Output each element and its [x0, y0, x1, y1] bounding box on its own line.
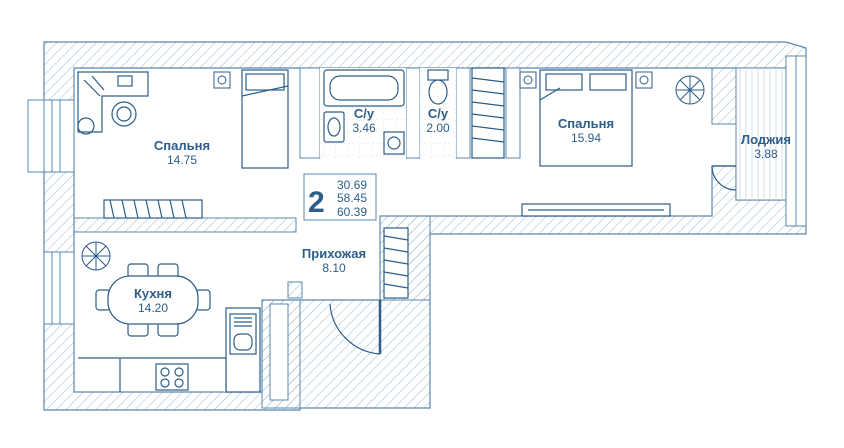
toilet-icon — [427, 69, 449, 105]
door-icon — [329, 300, 382, 355]
door-icon — [711, 165, 737, 191]
window-icon — [785, 55, 807, 227]
area-summary: 2 30.69 58.45 60.39 — [303, 173, 377, 221]
bedroom1-name: Спальня — [154, 138, 210, 153]
total-area: 58.45 — [337, 191, 367, 205]
wardrobe-icon — [103, 199, 203, 219]
wardrobe-icon — [383, 227, 409, 299]
loggia-name: Лоджия — [741, 132, 791, 147]
dining-table-icon — [95, 263, 211, 337]
hallway-area: 8.10 — [322, 261, 346, 275]
wall-stub — [269, 281, 303, 401]
bedroom2-name: Спальня — [558, 116, 614, 131]
washer-icon — [383, 131, 405, 155]
stove-icon — [155, 363, 189, 391]
window-icon — [27, 99, 75, 173]
bathroom1-name: С/у — [354, 106, 375, 121]
living-area: 30.69 — [337, 178, 367, 192]
sink-icon — [229, 313, 257, 355]
loggia-area: 3.88 — [754, 147, 778, 161]
kitchen-name: Кухня — [134, 286, 172, 301]
rooms-count: 2 — [308, 186, 325, 219]
bed-icon — [241, 69, 289, 169]
bathroom1-area: 3.46 — [352, 121, 376, 135]
bathtub-icon — [323, 69, 405, 107]
bedroom2-area: 15.94 — [571, 131, 601, 145]
window-icon — [43, 251, 75, 325]
bathroom2-area: 2.00 — [426, 121, 450, 135]
sink-icon — [323, 111, 345, 143]
total-area-with-loggia: 60.39 — [337, 205, 367, 219]
plant-icon — [675, 75, 705, 105]
bed-icon — [539, 69, 633, 167]
bedroom1-area: 14.75 — [167, 153, 197, 167]
bathroom2-name: С/у — [428, 106, 449, 121]
wardrobe-icon — [521, 203, 671, 217]
wardrobe-icon — [471, 67, 505, 159]
socket-icon — [213, 71, 653, 89]
desk-icon — [77, 71, 149, 135]
hallway-name: Прихожая — [302, 246, 366, 261]
kitchen-area: 14.20 — [138, 301, 168, 315]
plant-icon — [81, 241, 111, 271]
